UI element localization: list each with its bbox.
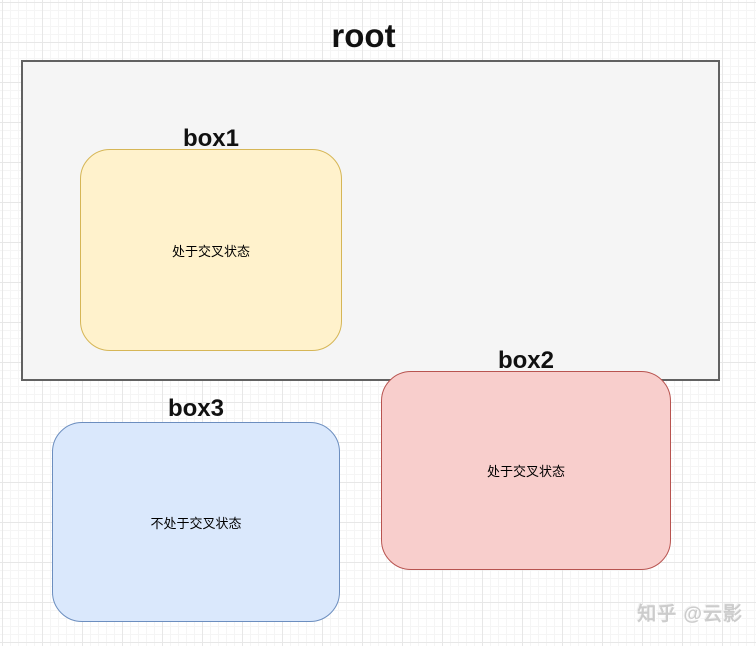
root-label: root: [331, 17, 396, 54]
box1-status-text: 处于交叉状态: [171, 243, 250, 259]
box3-shape: 不处于交叉状态: [52, 422, 340, 622]
box2-label: box2: [497, 347, 554, 374]
box3-status-text: 不处于交叉状态: [150, 515, 242, 531]
box1-label: box1: [182, 125, 239, 152]
box2-shape: 处于交叉状态: [381, 371, 671, 570]
box1-shape: 处于交叉状态: [80, 149, 342, 351]
box3-label: box3: [167, 395, 224, 422]
box2-status-text: 处于交叉状态: [486, 464, 565, 479]
zhihu-watermark: 知乎 @云影: [637, 604, 743, 625]
